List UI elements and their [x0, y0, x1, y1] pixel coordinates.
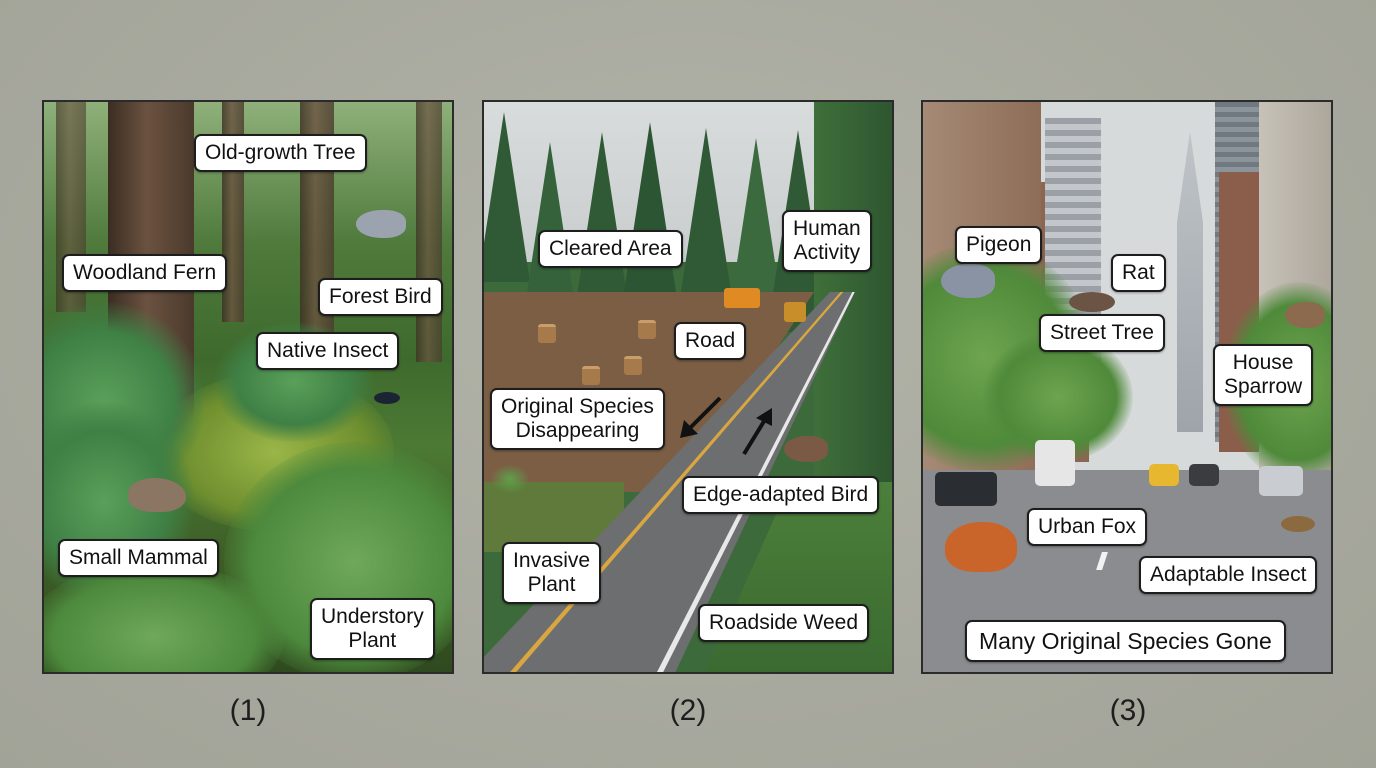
label-urban-fox: Urban Fox	[1027, 508, 1148, 546]
label-forest-bird: Forest Bird	[318, 278, 443, 316]
mouse-icon	[128, 478, 186, 512]
forest-bird-icon	[356, 210, 406, 238]
insect-icon	[1281, 516, 1315, 532]
tree-stump	[538, 324, 556, 343]
panel-caption-1: (1)	[229, 694, 267, 727]
tree-stump	[582, 366, 600, 385]
car	[1189, 464, 1219, 486]
arrow-up-right-icon	[742, 408, 772, 456]
tree-stump	[624, 356, 642, 375]
bulldozer-icon	[784, 302, 806, 322]
label-woodland-fern: Woodland Fern	[62, 254, 228, 292]
pine-tree	[576, 132, 628, 302]
label-many-species-gone: Many Original Species Gone	[965, 620, 1286, 662]
invasive-plant-icon	[490, 464, 530, 494]
delivery-truck	[1035, 440, 1075, 486]
sparrow-icon	[1285, 302, 1325, 328]
label-small-mammal: Small Mammal	[58, 539, 219, 577]
parked-car	[1259, 466, 1303, 496]
panel-caption-2: (2)	[669, 694, 707, 727]
label-old-growth-tree: Old-growth Tree	[194, 134, 367, 172]
label-edge-adapted-bird: Edge-adapted Bird	[682, 476, 880, 514]
background-tree	[416, 102, 442, 362]
label-pigeon: Pigeon	[955, 226, 1043, 264]
label-street-tree: Street Tree	[1039, 314, 1165, 352]
label-roadside-weed: Roadside Weed	[698, 604, 870, 642]
beetle-icon	[374, 392, 400, 404]
label-road: Road	[674, 322, 747, 360]
edge-bird-icon	[784, 436, 828, 462]
panel-forest: Old-growth Tree Woodland Fern Forest Bir…	[42, 100, 454, 674]
label-native-insect: Native Insect	[256, 332, 400, 370]
forest-scene	[44, 102, 452, 672]
rat-icon	[1069, 292, 1115, 312]
arrow-down-left-icon	[680, 396, 722, 438]
tree-stump	[638, 320, 656, 339]
pine-tree	[524, 142, 576, 312]
label-cleared-area: Cleared Area	[538, 230, 683, 268]
label-rat: Rat	[1111, 254, 1166, 292]
pine-tree	[680, 128, 732, 298]
panel-caption-3: (3)	[1109, 694, 1147, 727]
pine-tree	[484, 112, 530, 282]
parked-car	[935, 472, 997, 506]
pigeon-icon	[941, 264, 995, 298]
label-adaptable-insect: Adaptable Insect	[1139, 556, 1318, 594]
excavator-icon	[724, 288, 760, 308]
fox-icon	[945, 522, 1017, 572]
chrysler-tower	[1177, 132, 1203, 432]
taxi	[1149, 464, 1179, 486]
